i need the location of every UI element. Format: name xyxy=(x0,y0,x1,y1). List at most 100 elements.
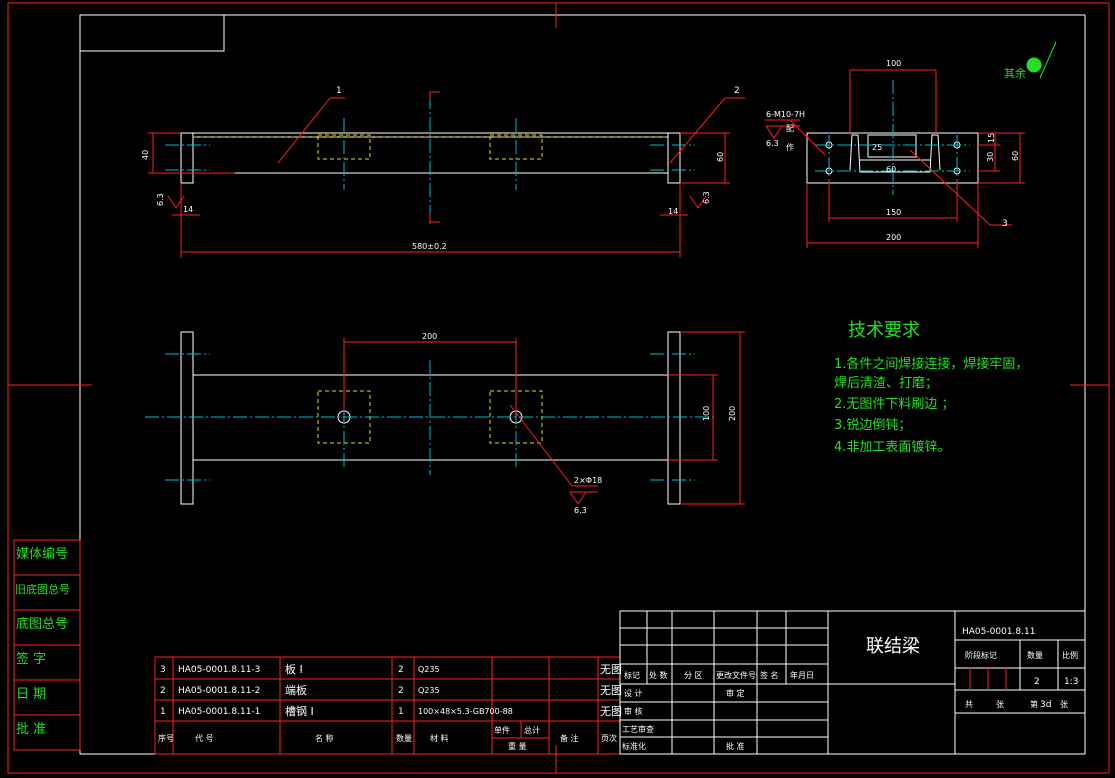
bom-material: Q235 xyxy=(418,665,440,674)
bom-material: Q235 xyxy=(418,686,440,695)
dim-height-left: 40 xyxy=(141,150,150,160)
callout-mark: 作 xyxy=(786,142,794,152)
side-stamp-column: 媒体编号 旧底图总号 底图总号 签 字 日 期 批 准 xyxy=(13,539,81,751)
rev-header: 年月日 xyxy=(790,670,814,680)
dim-height-right: 60 xyxy=(716,152,725,162)
bom-header: 重 量 xyxy=(508,741,527,751)
stage-label: 阶段标记 xyxy=(965,650,997,660)
drawing-title: 联结梁 xyxy=(866,636,920,657)
sheet-suffix: 张 xyxy=(1060,700,1068,709)
dim-150: 150 xyxy=(886,208,901,217)
rev-header: 处 数 xyxy=(649,670,668,680)
dim-25: 25 xyxy=(872,143,882,152)
total-label: 共 xyxy=(965,700,973,709)
callout-mark: 配 xyxy=(786,124,794,133)
scale-value: 1:3 xyxy=(1064,677,1078,687)
dim-top: 100 xyxy=(886,59,901,68)
dim-60-inner: 60 xyxy=(886,165,896,174)
rev-header: 更改文件号 xyxy=(716,670,756,680)
bom-header: 材 料 xyxy=(430,733,449,743)
row-review: 审 核 xyxy=(624,706,643,716)
tech-requirement-item: 焊后清渣、打磨； xyxy=(834,375,938,391)
bom-header: 序号 xyxy=(158,733,174,743)
callout-thread: 6-M10-7H xyxy=(766,110,805,119)
dim-200-top: 200 xyxy=(422,332,437,341)
side-stamp-label: 媒体编号 xyxy=(16,547,68,562)
bom-header: 代 号 xyxy=(195,733,214,743)
bom-name: 槽钢 I xyxy=(285,705,314,718)
bom-header: 页次 xyxy=(601,733,617,743)
bom-name: 板 I xyxy=(285,662,303,676)
side-stamp-label: 底图总号 xyxy=(16,616,68,632)
quantity-value: 2 xyxy=(1034,677,1040,687)
quantity-label: 数量 xyxy=(1027,650,1043,660)
dim-100: 100 xyxy=(702,406,711,421)
tech-requirement-item: 4.非加工表面镀锌。 xyxy=(834,439,950,455)
sheet-value: 3d xyxy=(1040,700,1051,710)
dim-60: 60 xyxy=(1011,151,1020,161)
sheet-label: 张 xyxy=(996,700,1004,709)
check-label: 审 定 xyxy=(726,688,745,698)
dim-30: 30 xyxy=(986,152,995,162)
bom-material: 100×48×5.3-GB700-88 xyxy=(418,707,513,716)
tech-requirements: 技术要求 1.各件之间焊接连接，焊接牢固， 焊后清渣、打磨； 2.无图件下料刷边… xyxy=(834,320,1028,455)
scale-label: 比例 xyxy=(1062,650,1078,660)
dim-flange-right: 14 xyxy=(668,207,678,216)
bom-header: 名 称 xyxy=(315,733,334,743)
bom-remark: 无图 xyxy=(600,684,622,697)
dim-200: 200 xyxy=(886,233,901,242)
bill-of-materials: 3 HA05-0001.8.11-3 板 I 2 Q235 无图 2 HA05-… xyxy=(154,656,622,755)
plan-view: 200 100 200 2×Φ18 6.3 xyxy=(145,331,745,515)
side-stamp-label: 签 字 xyxy=(16,651,46,667)
bom-qty: 2 xyxy=(398,686,404,696)
bom-header: 备 注 xyxy=(560,733,579,743)
front-view: 1 2 40 60 14 14 6.3 6.3 580±0.2 xyxy=(141,86,745,258)
bom-header: 单件 xyxy=(494,725,510,735)
row-design: 设 计 xyxy=(624,688,643,698)
dim-length: 580±0.2 xyxy=(412,242,447,251)
balloon-3: 3 xyxy=(1002,219,1008,229)
surface-note-label: 其余 xyxy=(1004,66,1026,80)
rough-side: 6.3 xyxy=(766,139,779,148)
balloon-1: 1 xyxy=(336,86,342,96)
dim-200-side: 200 xyxy=(728,406,737,421)
bom-code: HA05-0001.8.11-2 xyxy=(178,686,260,696)
side-stamp-label: 日 期 xyxy=(16,687,46,702)
rev-header: 标记 xyxy=(624,670,640,680)
rough-right: 6.3 xyxy=(702,191,711,204)
title-block: 标记 处 数 分 区 更改文件号 签 名 年月日 设 计 审 核 工艺审查 标准… xyxy=(619,610,1086,755)
rough-left: 6.3 xyxy=(156,193,165,206)
bom-header: 总计 xyxy=(524,725,540,735)
row-standard: 标准化 xyxy=(622,741,646,751)
surface-note: 其余 xyxy=(1004,41,1057,80)
bom-name: 端板 xyxy=(285,683,307,697)
rev-header: 分 区 xyxy=(684,671,703,680)
side-stamp-label: 批 准 xyxy=(16,722,46,737)
sheet-prefix: 第 xyxy=(1030,699,1038,709)
dim-15: 15 xyxy=(987,133,996,143)
tech-requirements-title: 技术要求 xyxy=(848,320,920,341)
row-process: 工艺审查 xyxy=(622,724,654,734)
rev-header: 签 名 xyxy=(760,670,779,680)
rough-plan: 6.3 xyxy=(574,506,587,515)
side-stamp-label: 旧底图总号 xyxy=(15,582,70,596)
side-view: 100 150 200 25 60 15 30 60 6-M10-7H 配 作 … xyxy=(765,59,1025,248)
drawing-number: HA05-0001.8.11 xyxy=(962,627,1035,637)
bom-no: 1 xyxy=(160,707,166,717)
bom-no: 2 xyxy=(160,686,166,696)
bom-remark: 无图 xyxy=(600,705,622,718)
dim-flange-left: 14 xyxy=(183,205,193,214)
balloon-2: 2 xyxy=(734,86,740,96)
hole-callout: 2×Φ18 xyxy=(574,476,602,485)
tech-requirement-item: 3.锐边倒钝； xyxy=(834,418,911,433)
approve-label: 批 准 xyxy=(726,741,745,751)
bom-remark: 无图 xyxy=(600,663,622,676)
bom-no: 3 xyxy=(160,665,166,675)
bom-qty: 1 xyxy=(398,707,404,717)
bom-code: HA05-0001.8.11-1 xyxy=(178,707,260,717)
bom-qty: 2 xyxy=(398,665,404,675)
bom-header: 数量 xyxy=(396,733,412,743)
tech-requirement-item: 1.各件之间焊接连接，焊接牢固， xyxy=(834,356,1028,372)
tech-requirement-item: 2.无图件下料刷边 ； xyxy=(834,397,955,412)
